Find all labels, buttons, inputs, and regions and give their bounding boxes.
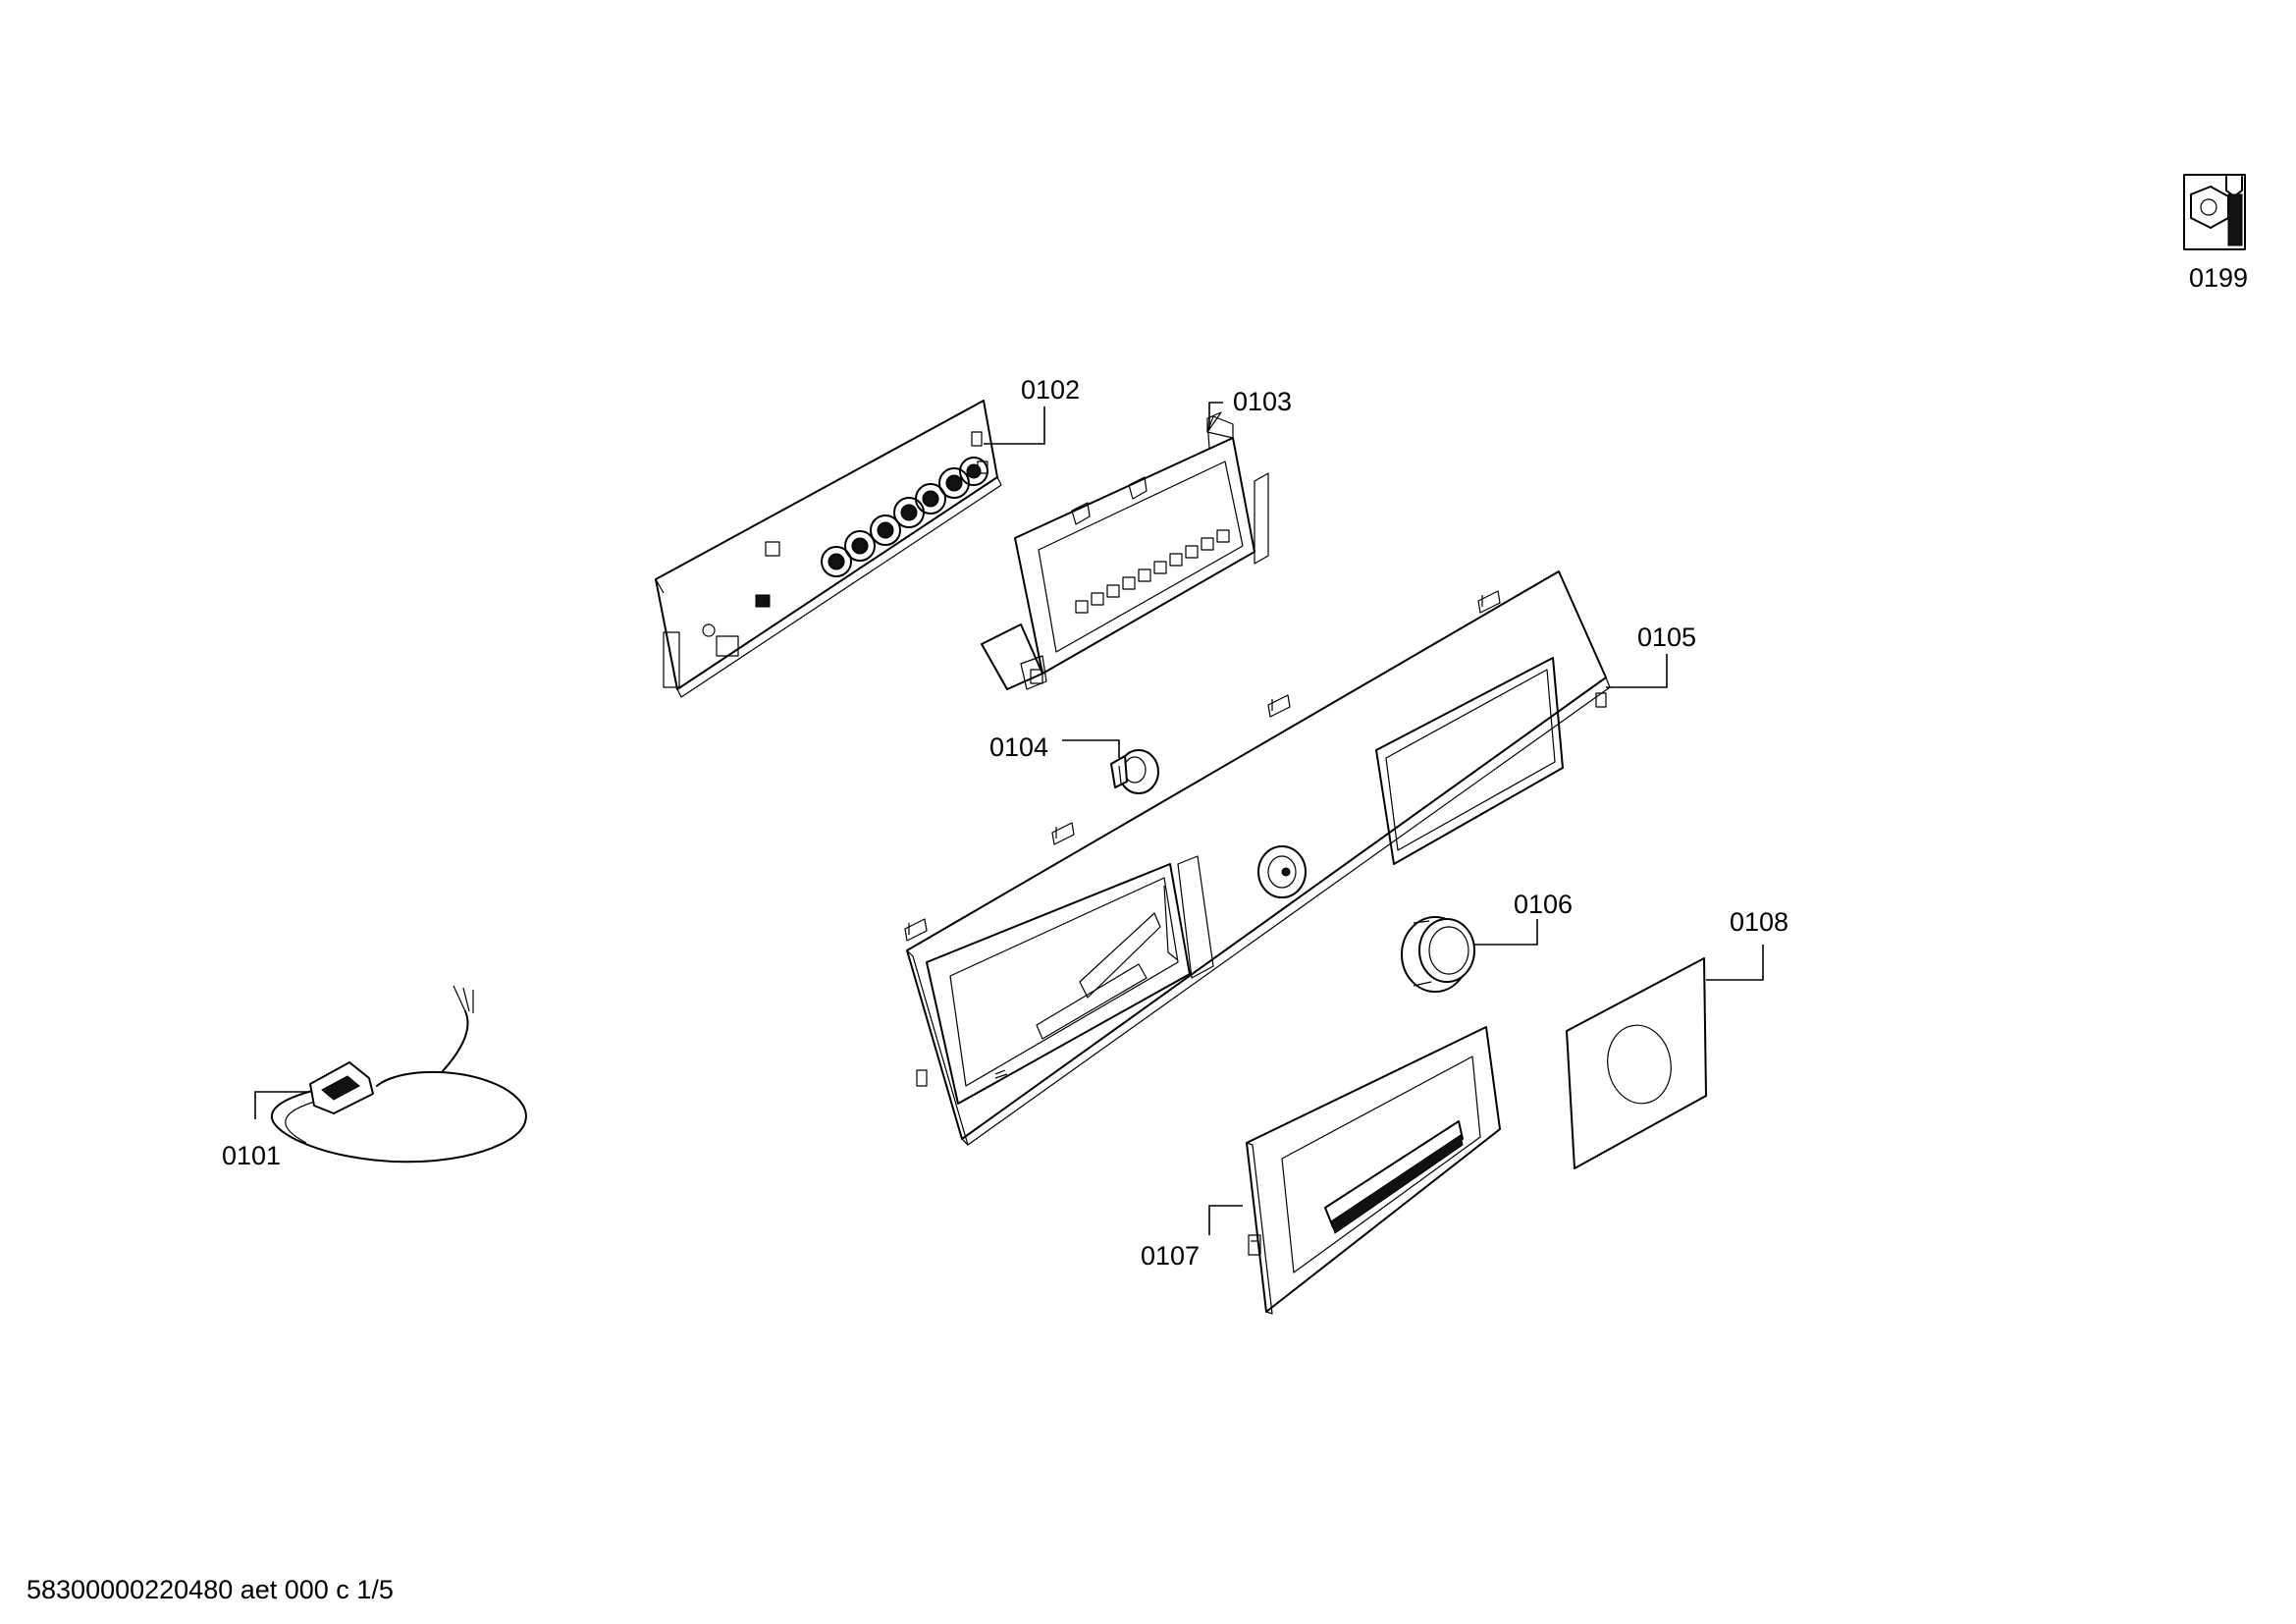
control-board: [655, 400, 1002, 698]
nut-and-wrench-icon: [2183, 174, 2246, 250]
leader-0103: [1208, 402, 1223, 430]
led-window-row: [1075, 529, 1230, 614]
leader-0101: [254, 1091, 308, 1119]
mounting-tabs: [904, 590, 1607, 1087]
drawer-handle: [1246, 1026, 1501, 1315]
document-code: 58300000220480 aet 000 c 1/5: [27, 1575, 394, 1604]
leader-0108: [1706, 945, 1764, 981]
leader-0104: [1062, 739, 1120, 758]
fascia-panel: [904, 570, 1611, 1146]
encoder-knob-bases: [821, 457, 988, 577]
knob-cap: [1110, 749, 1159, 794]
callout-0102: 0102: [1021, 375, 1080, 405]
display-carrier-frame: [981, 411, 1269, 690]
leader-0106: [1474, 919, 1538, 946]
callout-0105: 0105: [1637, 623, 1696, 652]
leader-0102: [984, 406, 1045, 445]
callout-0103: 0103: [1233, 387, 1292, 416]
leader-0105: [1606, 654, 1668, 688]
callout-0108: 0108: [1730, 907, 1789, 937]
callout-0104: 0104: [989, 732, 1048, 762]
selector-knob-ring: [1401, 916, 1475, 993]
callout-0101: 0101: [222, 1141, 281, 1170]
leader-0107: [1208, 1205, 1243, 1235]
power-cord: [270, 985, 527, 1164]
callout-0199: 0199: [2189, 263, 2248, 293]
callout-0107: 0107: [1141, 1241, 1200, 1271]
callout-0106: 0106: [1514, 890, 1573, 919]
label-overlay-sheet: [1566, 957, 1707, 1169]
